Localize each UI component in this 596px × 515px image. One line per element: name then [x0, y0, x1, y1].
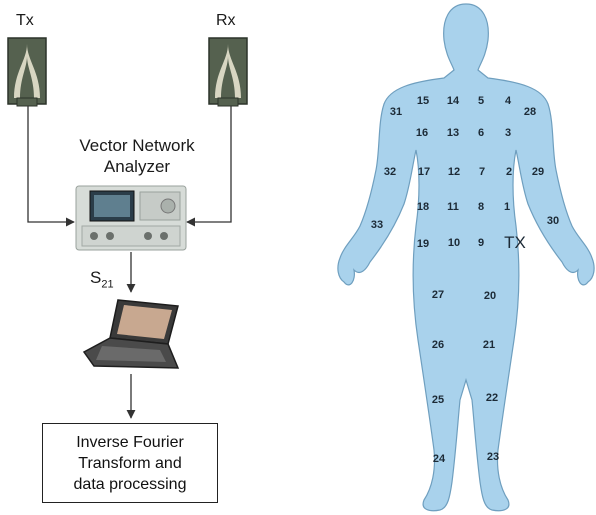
position-19: 19 [416, 238, 430, 250]
vna-label: Vector Network Analyzer [79, 136, 195, 176]
tx-cable [27, 106, 75, 227]
position-3: 3 [504, 127, 512, 139]
position-4: 4 [504, 95, 512, 107]
position-29: 29 [531, 166, 545, 178]
position-15: 15 [416, 95, 430, 107]
position-13: 13 [446, 127, 460, 139]
position-6: 6 [477, 127, 485, 139]
laptop-icon [82, 299, 180, 369]
processing-box: Inverse Fourier Transform and data proce… [42, 423, 218, 503]
position-16: 16 [415, 127, 429, 139]
connection-lines [27, 106, 232, 419]
position-28: 28 [523, 106, 537, 118]
rx-label: Rx [216, 12, 236, 29]
tx-antenna-icon [7, 37, 47, 107]
position-27: 27 [431, 289, 445, 301]
position-8: 8 [477, 201, 485, 213]
rx-cable [186, 106, 232, 227]
tx-label: Tx [16, 12, 34, 29]
position-18: 18 [416, 201, 430, 213]
position-26: 26 [431, 339, 445, 351]
position-21: 21 [482, 339, 496, 351]
position-12: 12 [447, 166, 461, 178]
s21-subscript: 21 [101, 278, 114, 291]
processing-label: Inverse Fourier Transform and data proce… [73, 433, 187, 493]
position-2: 2 [505, 166, 513, 178]
position-23: 23 [486, 451, 500, 463]
position-17: 17 [417, 166, 431, 178]
vector-network-analyzer-icon [75, 185, 187, 251]
position-14: 14 [446, 95, 460, 107]
human-body-silhouette [337, 3, 595, 512]
position-5: 5 [477, 95, 485, 107]
position-24: 24 [432, 453, 446, 465]
position-10: 10 [447, 237, 461, 249]
position-7: 7 [478, 166, 486, 178]
position-9: 9 [477, 237, 485, 249]
position-33: 33 [370, 219, 384, 231]
s21-main: S [90, 268, 102, 287]
s21-label: S21 [90, 268, 114, 290]
position-30: 30 [546, 215, 560, 227]
position-32: 32 [383, 166, 397, 178]
position-11: 11 [447, 201, 459, 213]
rx-antenna-icon [208, 37, 248, 107]
position-20: 20 [483, 290, 497, 302]
position-31: 31 [389, 106, 403, 118]
body-outline [337, 3, 595, 512]
position-25: 25 [431, 394, 445, 406]
tx-position-label: TX [504, 233, 526, 252]
position-1: 1 [503, 201, 511, 213]
position-22: 22 [485, 392, 499, 404]
